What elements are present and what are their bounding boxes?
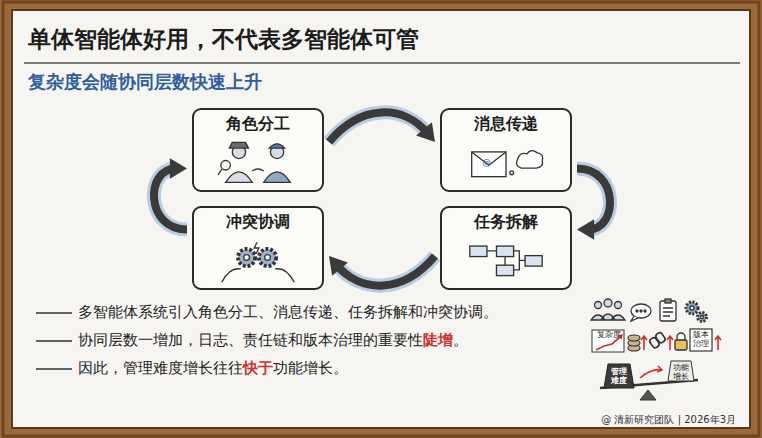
bullet-dash bbox=[36, 312, 72, 314]
paper-edge bbox=[12, 10, 750, 428]
arrow-body bbox=[329, 112, 428, 142]
subtitle: 复杂度会随协同层数快速上升 bbox=[28, 70, 262, 94]
process-box: 任务拆解 bbox=[440, 206, 572, 290]
arrow-head bbox=[416, 122, 435, 142]
up-arrow bbox=[641, 336, 647, 350]
box-heading: 任务拆解 bbox=[442, 212, 570, 233]
chat-icon bbox=[631, 304, 651, 321]
bullet-line: 多智能体系统引入角色分工、消息传递、任务拆解和冲突协调。 bbox=[78, 303, 498, 322]
cycle-arrow bbox=[329, 112, 435, 142]
box-heading: 角色分工 bbox=[194, 114, 322, 135]
bullet-text: 功能增长。 bbox=[273, 359, 348, 377]
box-heading: 消息传递 bbox=[442, 114, 570, 135]
bullet-line: 协同层数一增加，日志、责任链和版本治理的重要性陡增。 bbox=[78, 331, 468, 350]
icon-label: 管理难度 bbox=[609, 368, 629, 386]
process-box: @ 消息传递 bbox=[440, 108, 572, 192]
bullet-text: 协同层数一增加，日志、责任链和版本治理的重要性 bbox=[78, 331, 423, 349]
title-rule bbox=[24, 62, 740, 64]
gears-icon bbox=[686, 302, 707, 322]
icon-label: 版本治理 bbox=[691, 331, 711, 349]
scale-icon bbox=[600, 361, 698, 400]
version-box bbox=[690, 329, 712, 351]
caption: @ 清新研究团队 | 2026年3月 bbox=[601, 413, 736, 427]
bullet-text: 多智能体系统引入角色分工、消息传递、任务拆解和冲突协调。 bbox=[78, 303, 498, 321]
complexity-chart-icon bbox=[592, 330, 624, 352]
cycle-arrow bbox=[329, 256, 435, 286]
up-arrow bbox=[667, 336, 673, 350]
arrow-head bbox=[170, 158, 187, 179]
up-arrow bbox=[715, 336, 721, 350]
chain-icon bbox=[649, 332, 666, 349]
clipboard-icon bbox=[660, 299, 676, 321]
bullet-text: 。 bbox=[453, 331, 468, 349]
arrow-head bbox=[577, 219, 594, 240]
lock-icon bbox=[675, 333, 687, 350]
arrow-shadow bbox=[329, 112, 428, 142]
frame-edge bbox=[3, 2, 759, 436]
title: 单体智能体好用，不代表多智能体可管 bbox=[28, 24, 419, 55]
arrow-body bbox=[336, 256, 435, 286]
arrow-head bbox=[329, 256, 348, 276]
bullet-line: 因此，管理难度增长往往快于功能增长。 bbox=[78, 359, 348, 378]
bullet-dash bbox=[36, 340, 72, 342]
cycle-arrow bbox=[577, 168, 610, 239]
bullet-text: 因此，管理难度增长往往 bbox=[78, 359, 243, 377]
icon-label: 复杂度 bbox=[594, 331, 624, 340]
box-heading: 冲突协调 bbox=[194, 212, 322, 233]
icon-label: 功能增长 bbox=[671, 364, 691, 382]
bullet-dash bbox=[36, 368, 72, 370]
team-icon bbox=[591, 299, 625, 320]
arrow-shadow bbox=[336, 256, 435, 286]
emphasis-text: 快于 bbox=[243, 359, 273, 377]
process-box: 冲突协调 bbox=[192, 206, 324, 290]
emphasis-text: 陡增 bbox=[423, 331, 453, 349]
cycle-arrow bbox=[154, 158, 187, 229]
svg-text:@: @ bbox=[482, 157, 491, 167]
logs-icon bbox=[628, 335, 640, 351]
process-box: 角色分工 bbox=[192, 108, 324, 192]
